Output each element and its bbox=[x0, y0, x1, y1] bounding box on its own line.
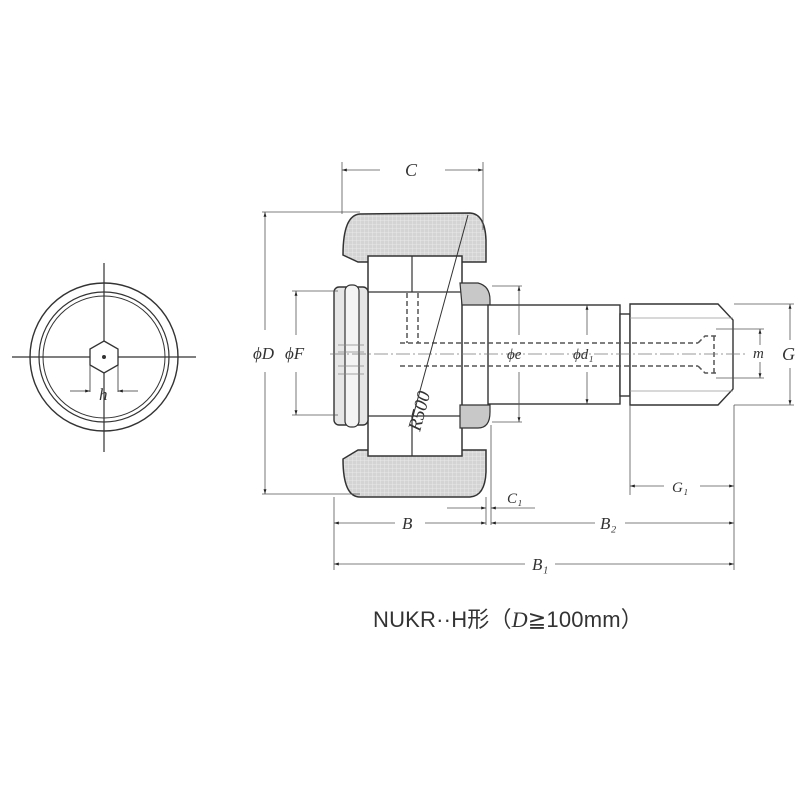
dim-c-label: C bbox=[405, 160, 418, 180]
dim-h-label: h bbox=[99, 385, 108, 404]
condition-variable: D bbox=[511, 607, 528, 632]
hidden-bore-lines bbox=[400, 293, 716, 374]
stud-shaft bbox=[487, 303, 734, 406]
dim-c1-label: C₁ bbox=[507, 491, 522, 507]
condition-open: （ bbox=[489, 607, 512, 632]
drawing-caption: NUKR··H形（D≧100mm） bbox=[373, 602, 643, 634]
side-plate bbox=[333, 284, 369, 428]
seal-ring bbox=[459, 282, 491, 429]
dim-d-label: ϕD bbox=[253, 344, 275, 363]
dim-b1-label: B₁ bbox=[532, 555, 548, 574]
dim-d1-label: ϕd₁ bbox=[573, 347, 593, 363]
dimension-lines bbox=[262, 162, 794, 570]
crown-radius-line bbox=[411, 214, 469, 421]
dim-f-label: ϕF bbox=[285, 344, 305, 363]
outer-ring bbox=[342, 212, 487, 498]
dim-g1-label: G₁ bbox=[672, 480, 688, 496]
dim-e-label: ϕe bbox=[507, 347, 522, 363]
model-name: NUKR··H形 bbox=[373, 607, 490, 632]
dim-b2-label: B₂ bbox=[600, 514, 616, 533]
end-view bbox=[12, 263, 196, 452]
dim-b-label: B bbox=[402, 514, 413, 533]
dim-m-label: m bbox=[753, 346, 764, 362]
condition-rest: ≧100mm） bbox=[527, 607, 643, 632]
dim-g-label: G bbox=[782, 344, 795, 364]
